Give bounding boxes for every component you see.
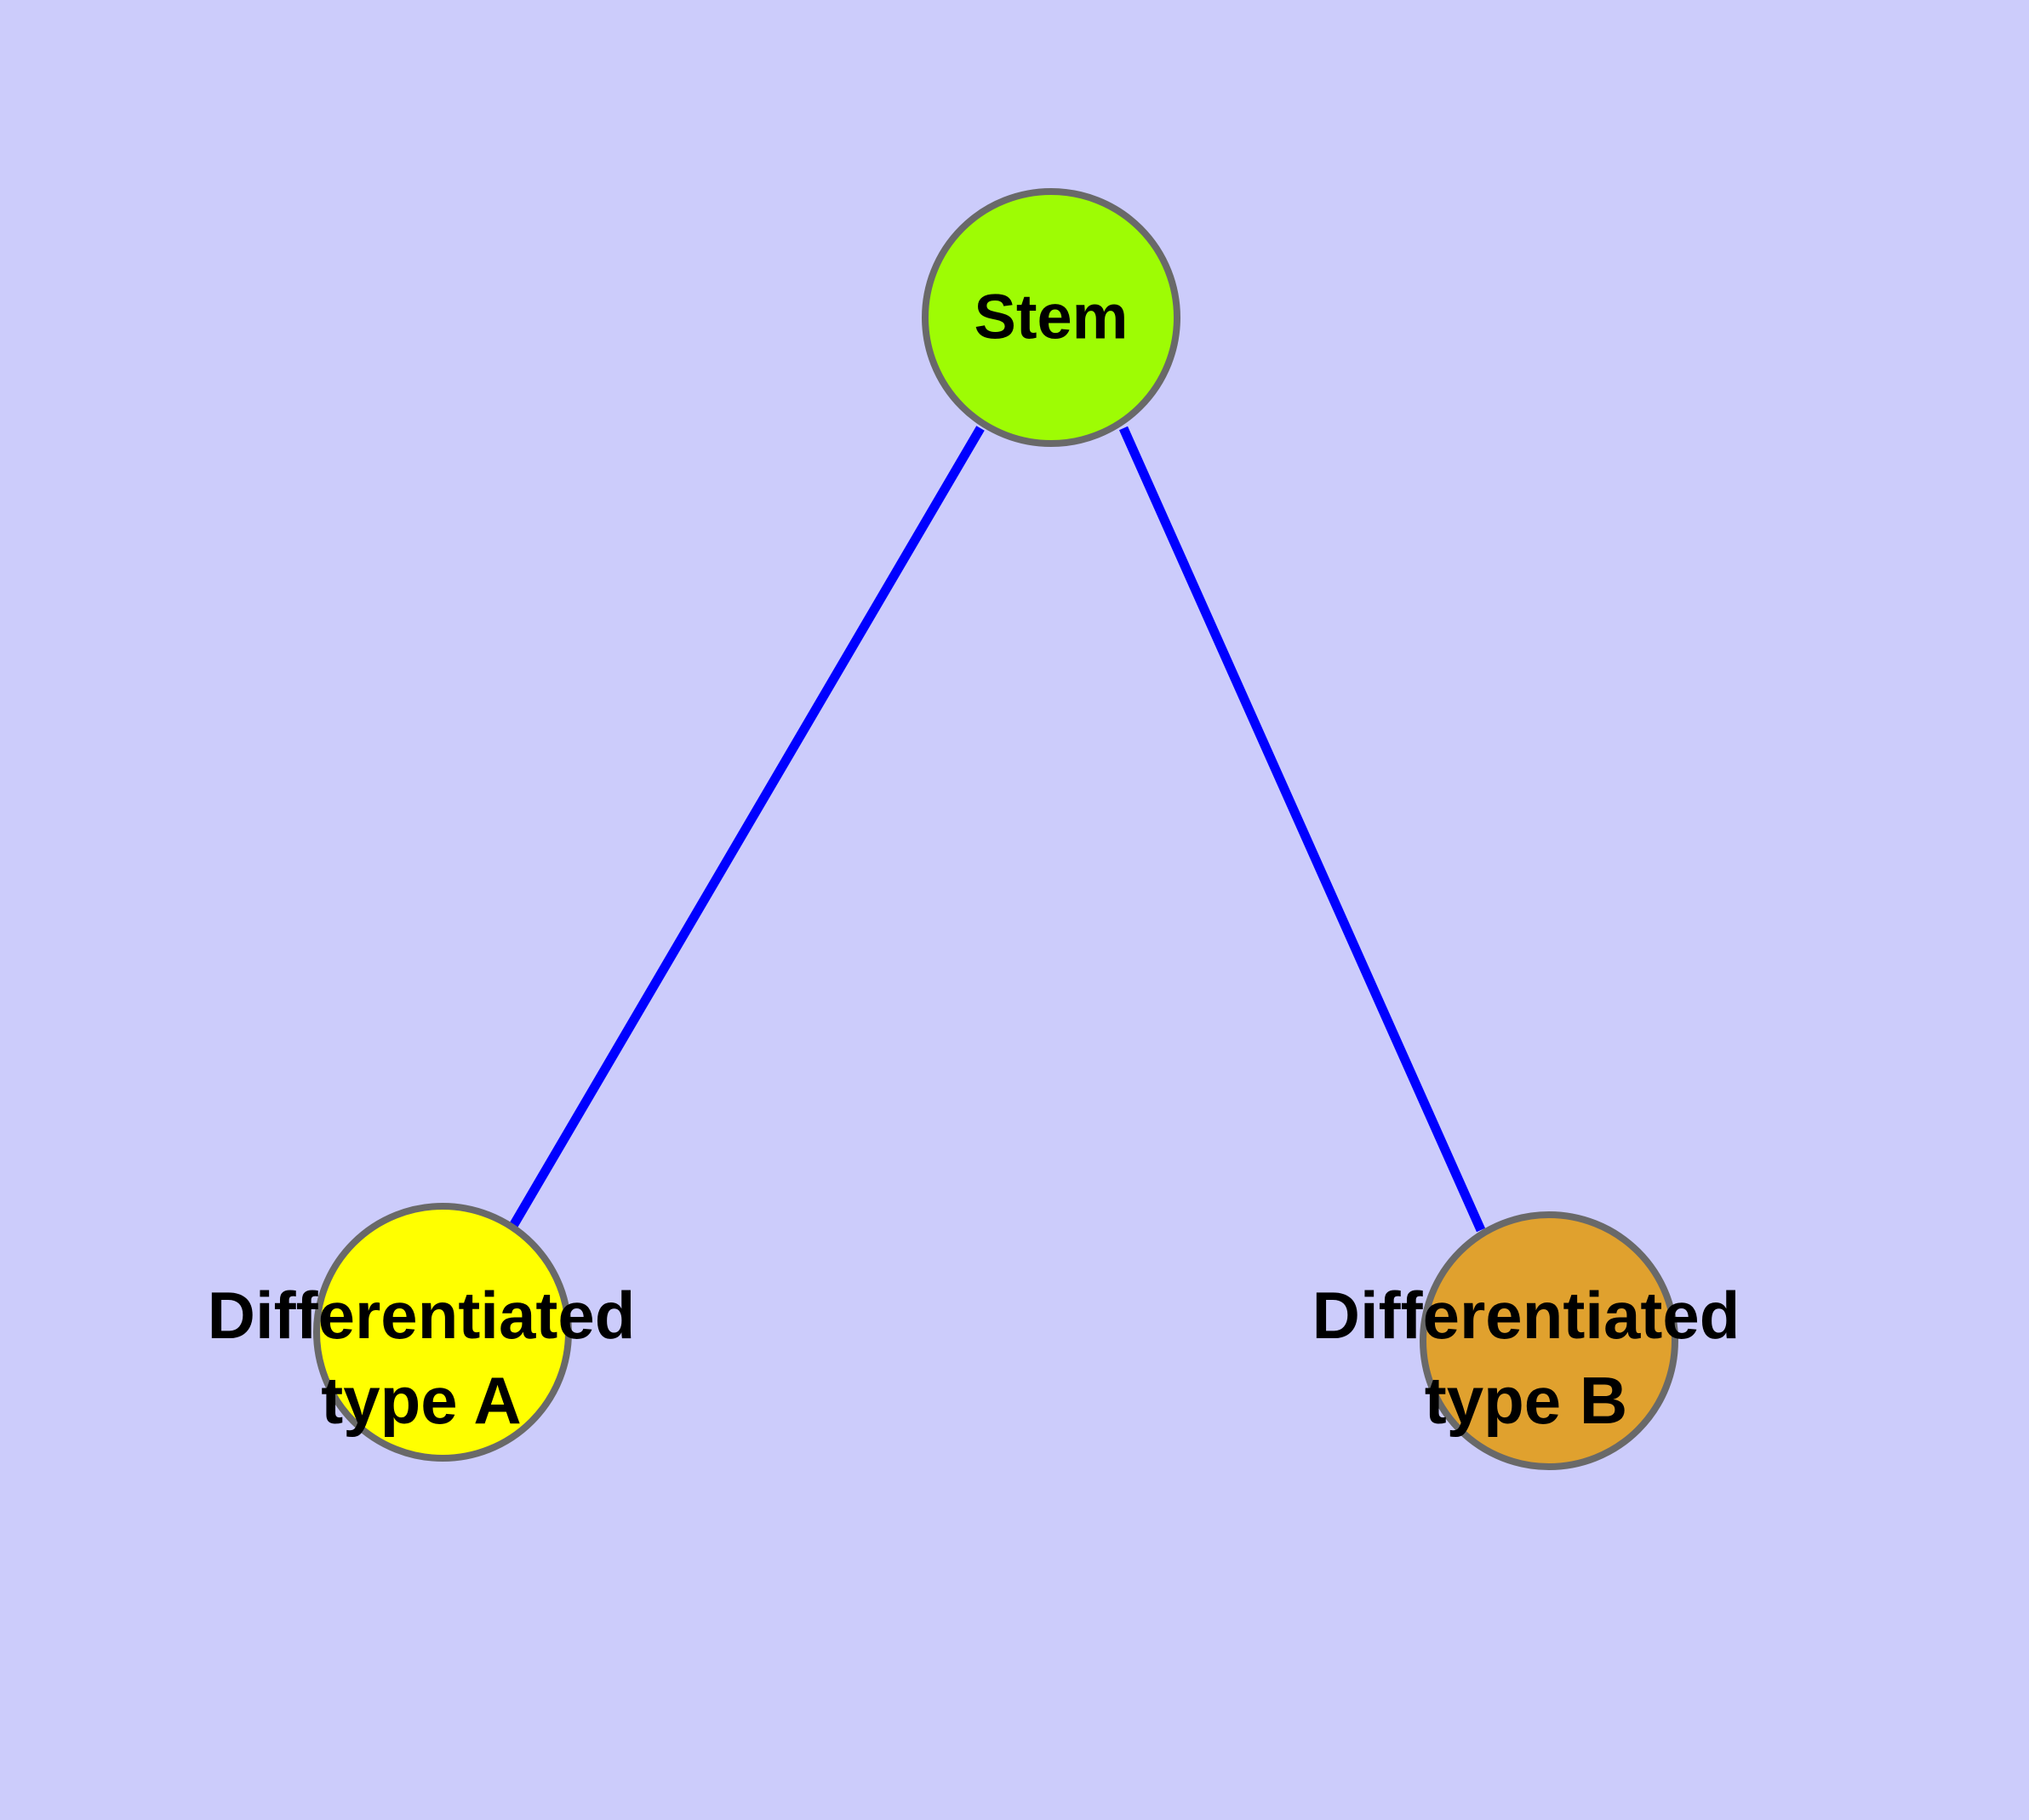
- node-differentiated-type-a-label-line1: Differentiated: [208, 1278, 636, 1353]
- node-stem-label: Stem: [974, 282, 1129, 352]
- node-differentiated-type-a-circle[interactable]: [313, 1203, 572, 1462]
- node-differentiated-type-b-circle[interactable]: [1420, 1211, 1678, 1470]
- edge-layer: [509, 426, 1486, 1233]
- node-stem-circle[interactable]: [922, 188, 1180, 447]
- node-differentiated-type-b-label-line1: Differentiated: [1312, 1278, 1740, 1353]
- node-differentiated-type-b[interactable]: [1420, 1211, 1678, 1470]
- node-stem[interactable]: [922, 188, 1180, 447]
- node-layer: [313, 188, 1678, 1470]
- node-differentiated-type-a-label-line2: type A: [321, 1363, 522, 1438]
- label-layer: Stem Differentiated type A Differentiate…: [208, 282, 1740, 1438]
- edge-stem-to-differentiated-type-a[interactable]: [509, 426, 985, 1228]
- edge-stem-to-differentiated-type-b[interactable]: [1118, 426, 1486, 1233]
- node-differentiated-type-a[interactable]: [313, 1203, 572, 1462]
- node-differentiated-type-b-label-line2: type B: [1425, 1363, 1627, 1438]
